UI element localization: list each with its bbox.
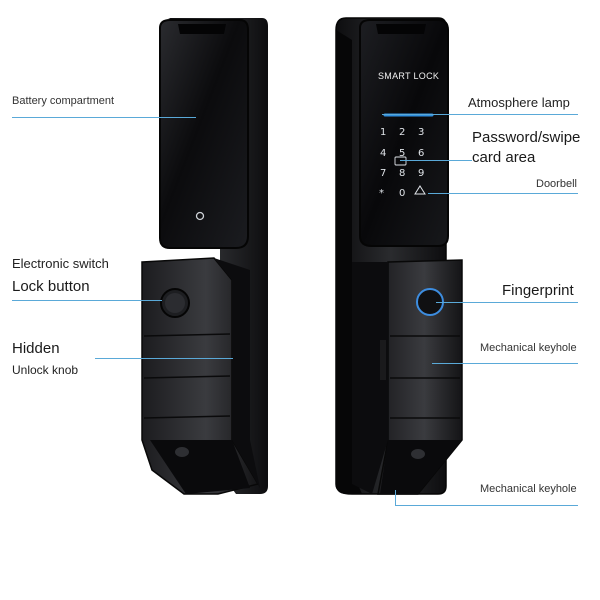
inner-handle-side [214, 258, 260, 488]
label-doorbell: Doorbell [536, 178, 577, 190]
label-mechanical-keyhole-2: Mechanical keyhole [480, 483, 577, 495]
label-hidden: Hidden [12, 340, 60, 357]
callout-unlock-knob [95, 358, 233, 359]
label-fingerprint: Fingerprint [502, 282, 574, 299]
key-4: 4 [380, 148, 386, 159]
keypad-panel [359, 19, 449, 247]
label-battery-compartment: Battery compartment [12, 95, 115, 107]
label-unlock-knob: Unlock knob [12, 363, 79, 377]
label-atmosphere-lamp: Atmosphere lamp [468, 95, 570, 110]
battery-indicator-icon [195, 211, 205, 221]
outer-handle-side [352, 262, 388, 494]
callout-atmosphere-lamp [382, 114, 578, 115]
callout-keyhole-2 [395, 505, 578, 506]
keypad: 1 2 3 4 5 6 7 8 9 * 0 [379, 127, 426, 199]
callout-keyhole-2-vertical [395, 490, 396, 506]
key-0: 0 [399, 188, 405, 199]
label-electronic-switch: Electronic switch [12, 256, 109, 271]
keyhole-cover [380, 340, 386, 380]
label-card-area: card area [472, 149, 536, 166]
doorbell-icon [414, 185, 426, 195]
label-password-swipe: Password/swipe [472, 129, 581, 146]
outer-lock-unit: SMART LOCK 1 2 3 4 5 6 7 8 9 * 0 [335, 17, 463, 495]
callout-keyhole-1 [432, 363, 578, 364]
key-star: * [379, 188, 384, 199]
key-5: 5 [399, 148, 405, 159]
key-3: 3 [418, 127, 424, 138]
key-2: 2 [399, 127, 405, 138]
callout-lock-button [12, 300, 162, 301]
inner-screw-hole [175, 447, 189, 457]
callout-password [400, 160, 472, 161]
battery-cover-panel [159, 19, 249, 249]
key-9: 9 [418, 168, 424, 179]
key-6: 6 [418, 148, 424, 159]
inner-lock-unit [141, 18, 268, 495]
label-mechanical-keyhole-1: Mechanical keyhole [480, 342, 577, 354]
lock-button-face [165, 293, 185, 313]
label-lock-button: Lock button [12, 278, 90, 295]
battery-cover-notch [178, 24, 226, 34]
callout-fingerprint [436, 302, 578, 303]
callout-battery [12, 117, 196, 118]
inner-handle-base [150, 440, 250, 494]
key-8: 8 [399, 168, 405, 179]
callout-doorbell [428, 193, 578, 194]
card-icon [394, 156, 407, 166]
key-7: 7 [380, 168, 386, 179]
key-1: 1 [380, 127, 386, 138]
outer-screw-hole [411, 449, 425, 459]
brand-logo: SMART LOCK [378, 71, 439, 81]
